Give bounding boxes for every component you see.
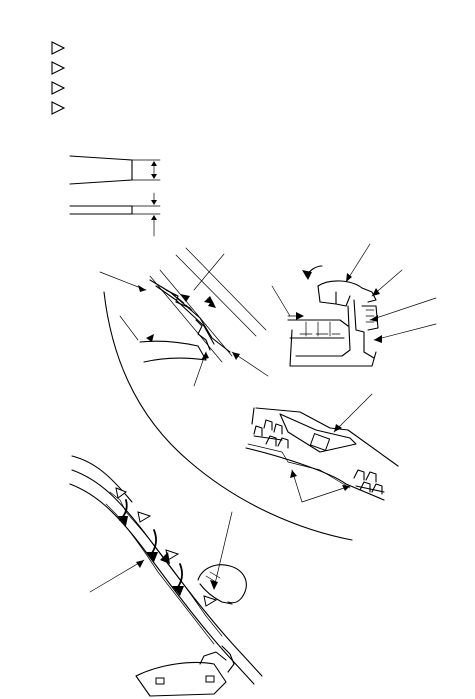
legend-triangle-marker xyxy=(51,41,66,55)
detail-circle-outline xyxy=(103,291,353,541)
legend-triangle-marker xyxy=(51,101,66,115)
clip-bracket-detail xyxy=(271,243,437,367)
thickness-gauge-wide xyxy=(69,155,161,185)
thickness-gauge-narrow xyxy=(69,192,161,237)
legend-markers xyxy=(51,41,66,115)
detail-leader-line xyxy=(213,511,233,589)
legend-triangle-marker xyxy=(51,81,66,95)
clip-strip-detail xyxy=(245,393,399,503)
seal-cross-section-detail xyxy=(99,247,269,387)
door-frame-assembly xyxy=(69,455,263,697)
legend-triangle-marker xyxy=(51,61,66,75)
